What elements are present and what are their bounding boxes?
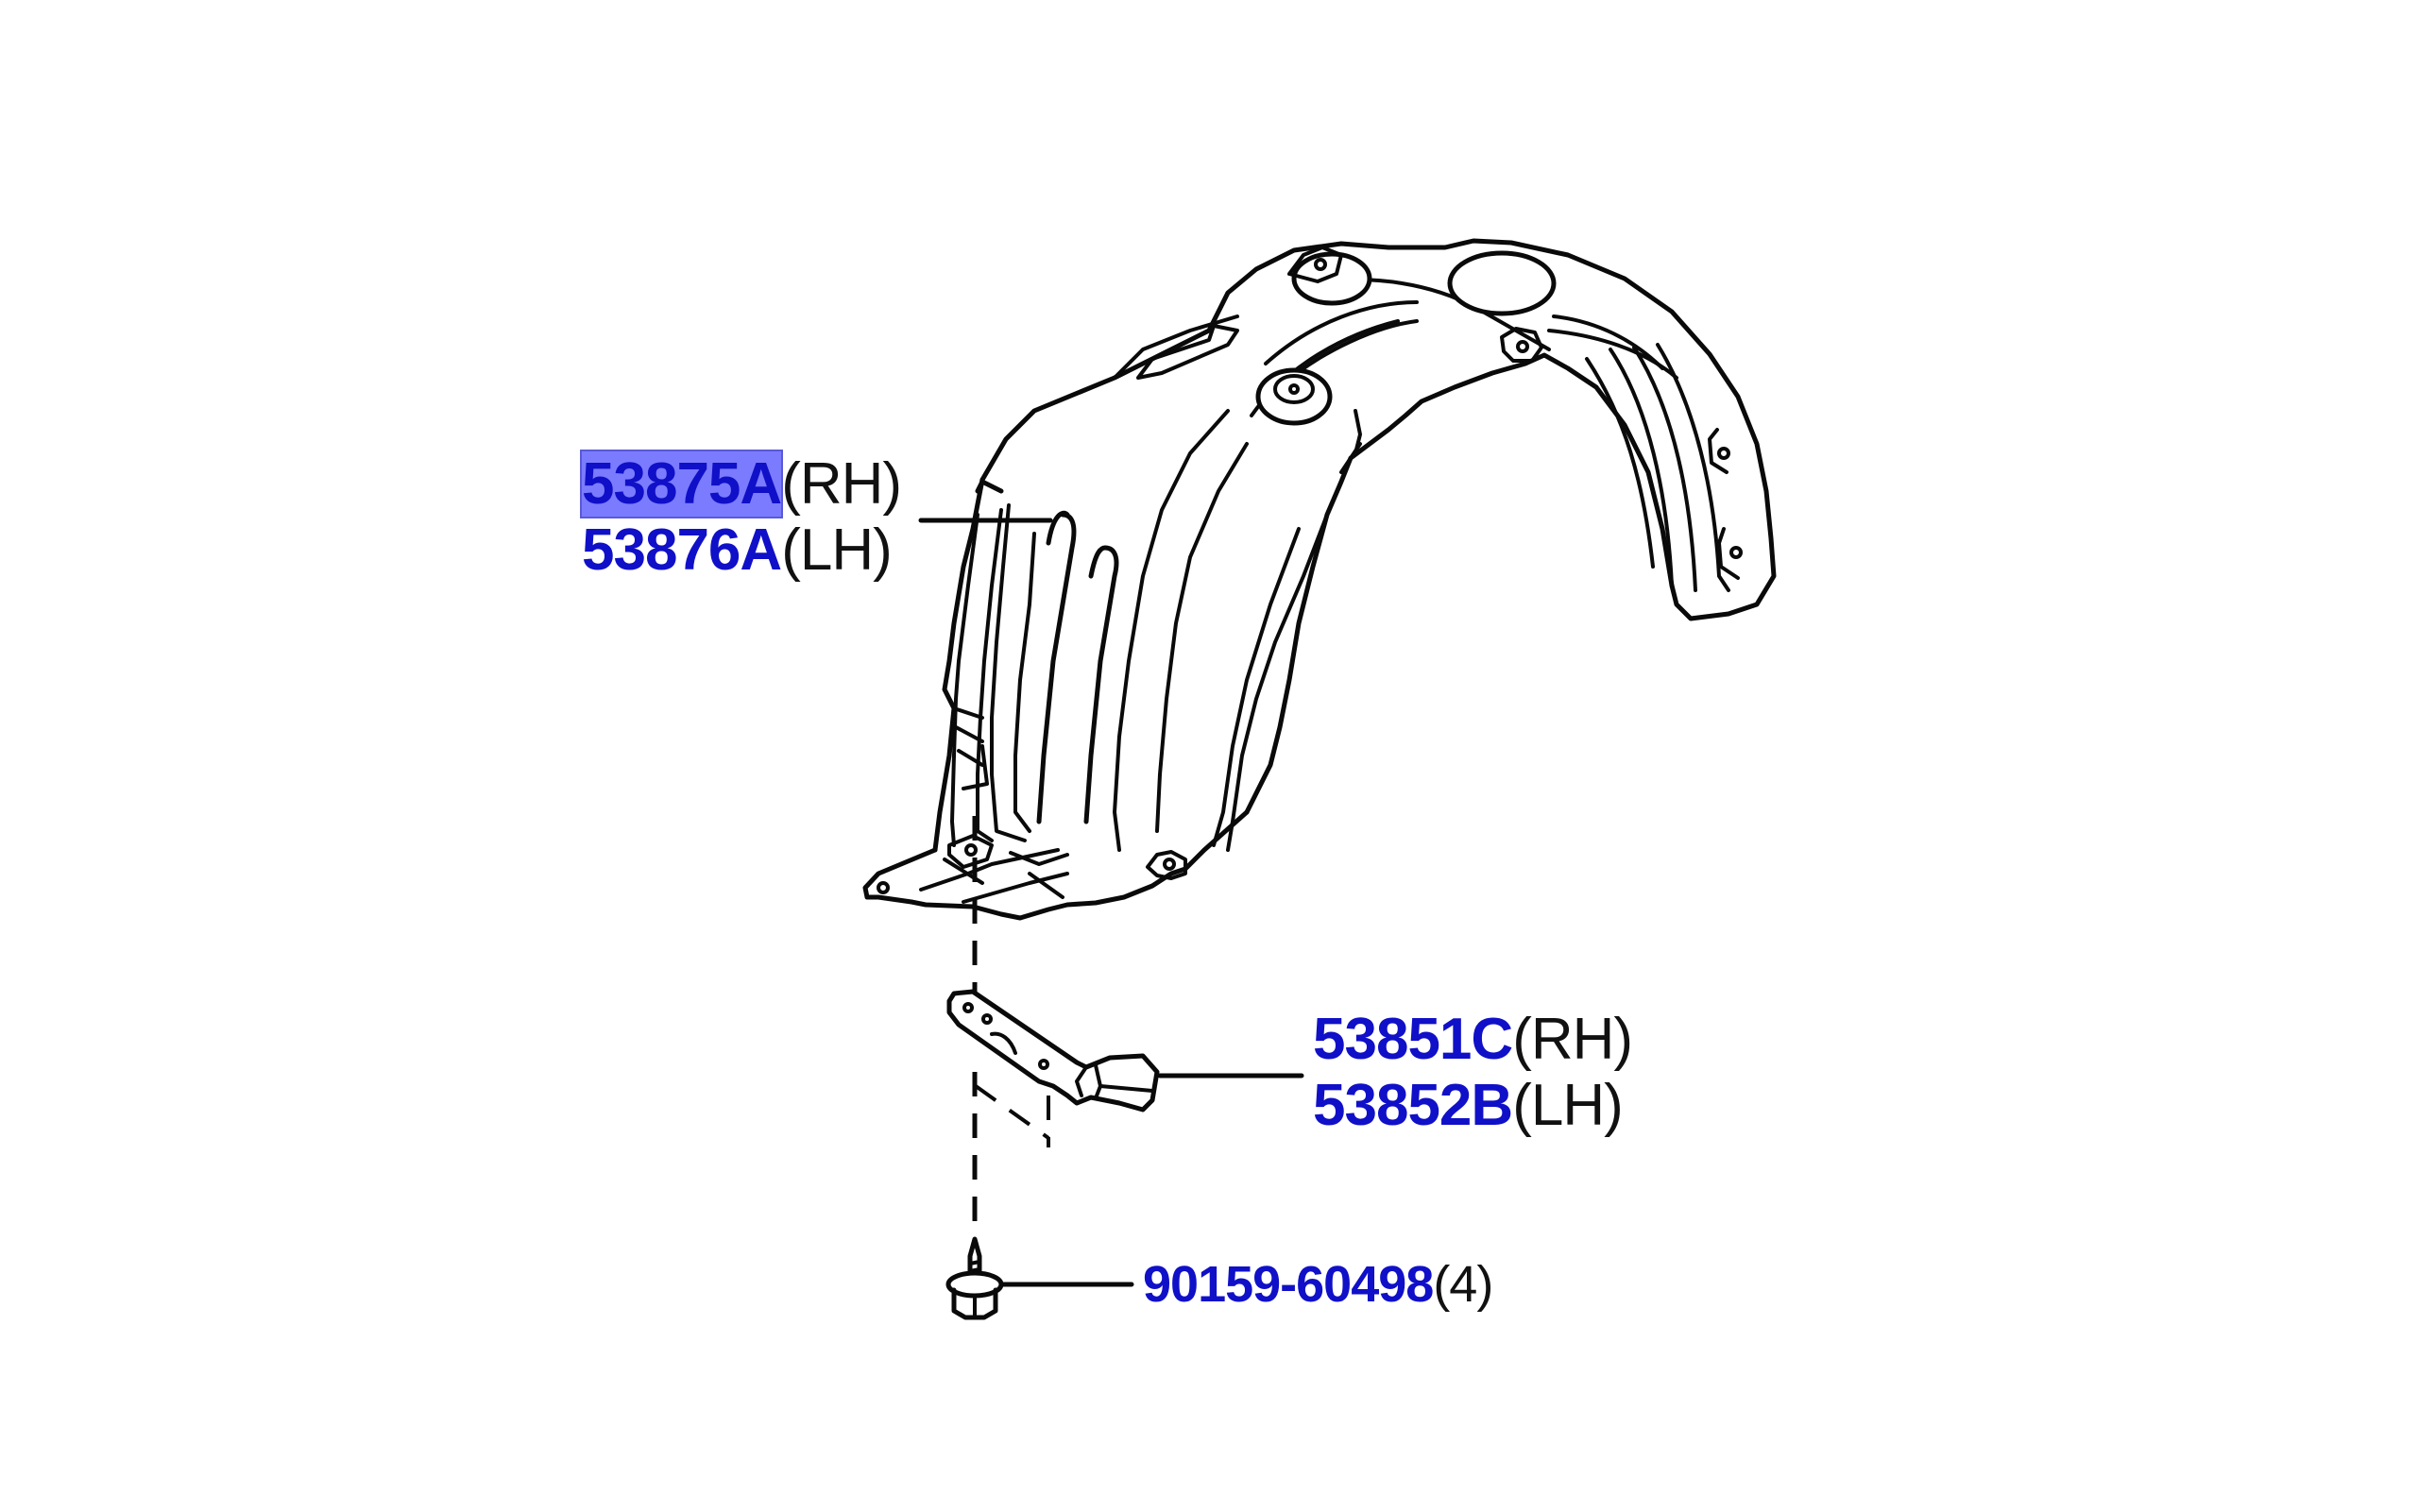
quantity-label: (4) — [1433, 1256, 1493, 1313]
callout-screw: 90159-60498(4) — [1143, 1256, 1493, 1313]
side-label: (RH) — [1512, 1007, 1633, 1072]
callout-fender-liner: 53875A(RH) 53876A(LH) — [579, 450, 902, 584]
side-label: (LH) — [781, 518, 893, 583]
bracket-icon — [946, 989, 1160, 1147]
part-number-53851C[interactable]: 53851C — [1313, 1007, 1513, 1072]
callout-line-rh: 53851C(RH) — [1313, 1007, 1633, 1073]
fender-liner-icon — [862, 238, 1777, 921]
part-number-53876A[interactable]: 53876A — [582, 518, 782, 583]
part-number-90159-60498[interactable]: 90159-60498 — [1143, 1256, 1434, 1313]
side-label: (RH) — [781, 451, 902, 517]
part-number-53852B[interactable]: 53852B — [1313, 1073, 1513, 1138]
callout-bracket: 53851C(RH) 53852B(LH) — [1313, 1007, 1633, 1139]
part-number-53875A[interactable]: 53875A — [579, 450, 784, 518]
callout-line-rh: 53875A(RH) — [579, 450, 902, 518]
screw-icon — [945, 1236, 1004, 1320]
side-label: (LH) — [1512, 1073, 1624, 1138]
callout-line-qty: 90159-60498(4) — [1143, 1256, 1493, 1313]
callout-line-lh: 53852B(LH) — [1313, 1073, 1632, 1139]
callout-line-lh: 53876A(LH) — [582, 518, 901, 584]
